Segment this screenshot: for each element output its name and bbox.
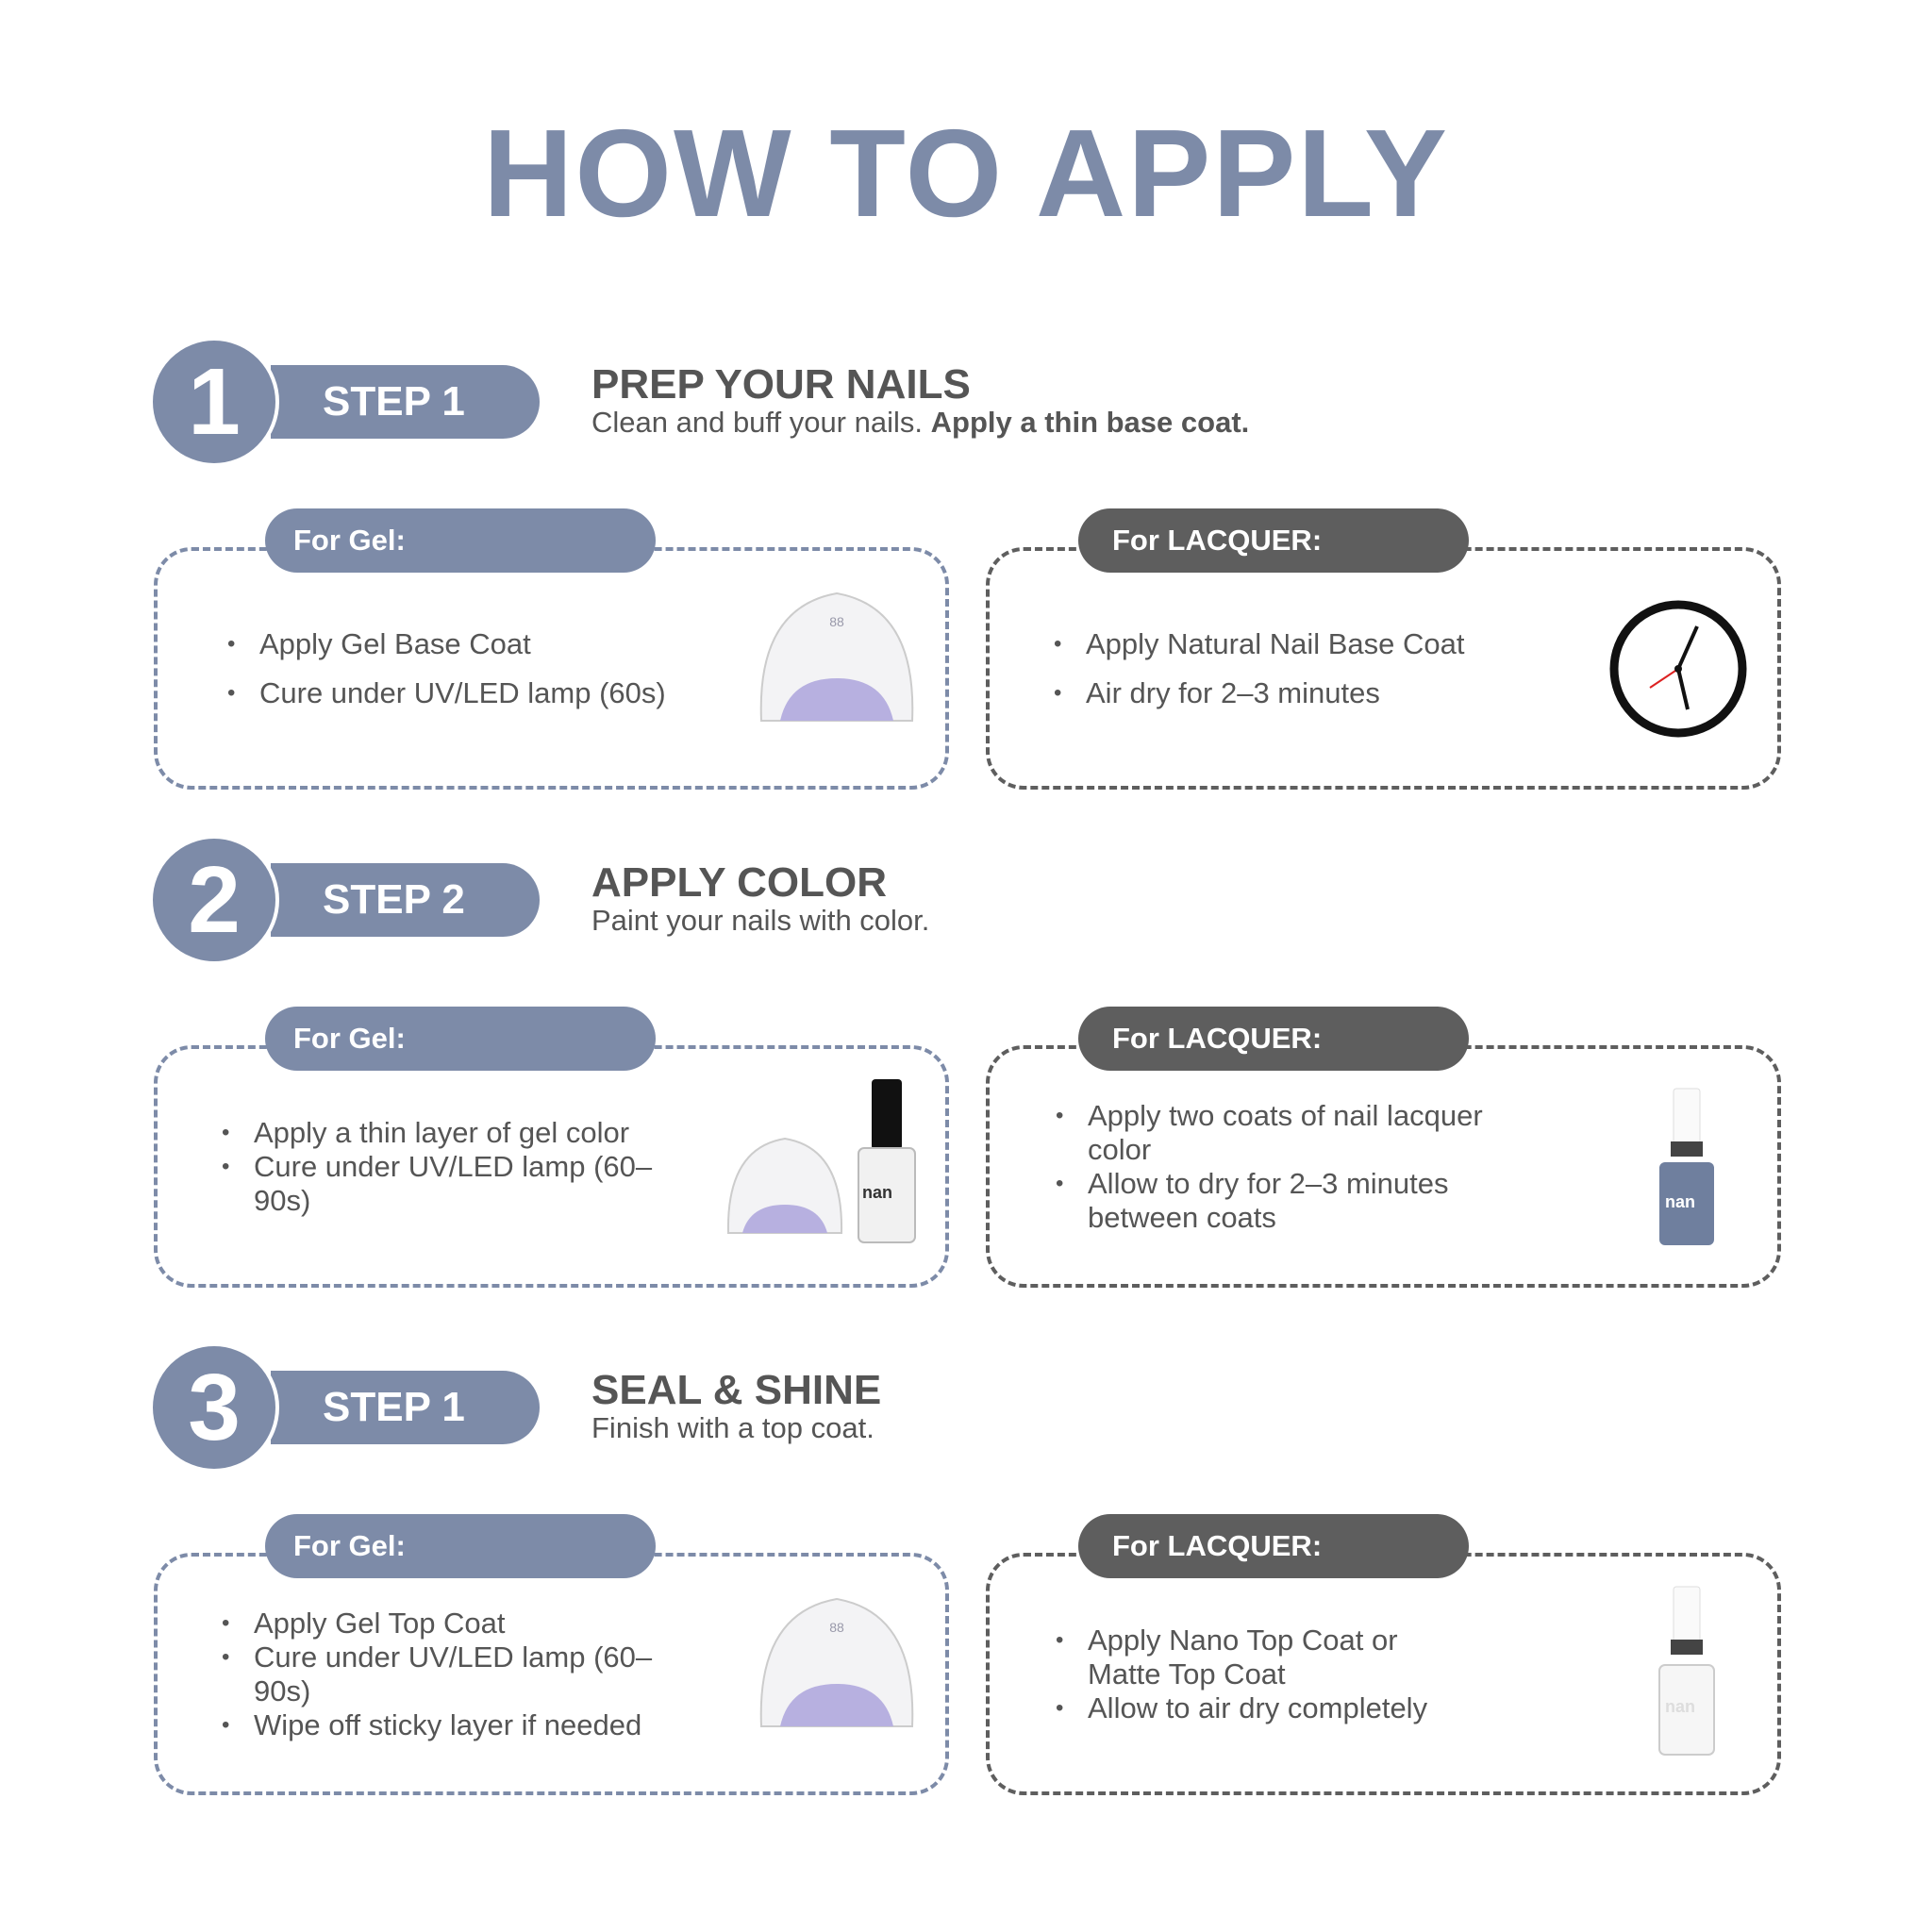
subtitle-bold-text: Apply a thin base coat.: [930, 406, 1250, 439]
gel-label: For Gel:: [265, 508, 656, 573]
gel-instruction-list: Apply Gel Base Coat Cure under UV/LED la…: [222, 551, 666, 786]
gel-instruction-list: Apply Gel Top Coat Cure under UV/LED lam…: [216, 1557, 707, 1791]
list-item: Apply a thin layer of gel color: [216, 1116, 688, 1150]
list-item: Apply two coats of nail lacquer color: [1050, 1099, 1550, 1167]
list-item: Air dry for 2–3 minutes: [1048, 669, 1464, 718]
step-label: STEP 1: [271, 365, 540, 439]
step-heading: PREP YOUR NAILS: [591, 361, 971, 408]
lacquer-instruction-list: Apply Nano Top Coat or Matte Top Coat Al…: [1050, 1557, 1465, 1791]
list-item: Cure under UV/LED lamp (60s): [222, 669, 666, 718]
list-item: Apply Nano Top Coat or Matte Top Coat: [1050, 1624, 1446, 1691]
uv-lamp-icon: 88: [759, 591, 914, 722]
svg-text:88: 88: [829, 1620, 844, 1635]
list-item: Allow to air dry completely: [1050, 1691, 1465, 1725]
lacquer-bottle-icon: nan: [1659, 1088, 1714, 1245]
list-item: Apply Natural Nail Base Coat: [1048, 620, 1464, 669]
lacquer-instructions-box: Apply two coats of nail lacquer color Al…: [986, 1045, 1781, 1288]
svg-text:88: 88: [829, 614, 844, 629]
gel-instruction-list: Apply a thin layer of gel color Cure und…: [216, 1049, 688, 1284]
list-item: Wipe off sticky layer if needed: [216, 1708, 707, 1742]
gel-label: For Gel:: [265, 1007, 656, 1071]
step-3-section: 3 STEP 1 SEAL & SHINE Finish with a top …: [0, 1342, 1932, 1818]
step-label: STEP 1: [271, 1371, 540, 1444]
step-number-badge: 3: [149, 1342, 279, 1473]
svg-text:nan: nan: [1665, 1697, 1695, 1716]
clock-icon: [1609, 600, 1747, 738]
top-coat-bottle-icon: nan: [1658, 1586, 1715, 1756]
gel-instructions-box: Apply Gel Top Coat Cure under UV/LED lam…: [154, 1553, 949, 1795]
step-heading: APPLY COLOR: [591, 859, 887, 906]
step-label: STEP 2: [271, 863, 540, 937]
step-1-section: 1 STEP 1 PREP YOUR NAILS Clean and buff …: [0, 337, 1932, 812]
subtitle-text: Clean and buff your nails.: [591, 406, 923, 439]
step-number-badge: 2: [149, 835, 279, 965]
list-item: Allow to dry for 2–3 minutes between coa…: [1050, 1167, 1512, 1235]
gel-label: For Gel:: [265, 1514, 656, 1578]
step-subtitle: Paint your nails with color.: [591, 904, 930, 937]
lacquer-instructions-box: Apply Natural Nail Base Coat Air dry for…: [986, 547, 1781, 790]
list-item: Apply Gel Top Coat: [216, 1607, 707, 1641]
lacquer-label: For LACQUER:: [1078, 1007, 1469, 1071]
step-number-badge: 1: [149, 337, 279, 467]
page-title: HOW TO APPLY: [483, 104, 1449, 242]
lacquer-instruction-list: Apply two coats of nail lacquer color Al…: [1050, 1049, 1541, 1284]
step-2-section: 2 STEP 2 APPLY COLOR Paint your nails wi…: [0, 835, 1932, 1310]
svg-text:nan: nan: [1665, 1192, 1695, 1211]
step-subtitle: Clean and buff your nails. Apply a thin …: [591, 405, 1249, 441]
gel-instructions-box: Apply a thin layer of gel color Cure und…: [154, 1045, 949, 1288]
step-heading: SEAL & SHINE: [591, 1367, 882, 1413]
list-item: Cure under UV/LED lamp (60–90s): [216, 1150, 659, 1218]
lacquer-label: For LACQUER:: [1078, 1514, 1469, 1578]
list-item: Apply Gel Base Coat: [222, 620, 666, 669]
svg-text:nan: nan: [862, 1183, 892, 1202]
lacquer-instructions-box: Apply Nano Top Coat or Matte Top Coat Al…: [986, 1553, 1781, 1795]
lacquer-label: For LACQUER:: [1078, 508, 1469, 573]
gel-instructions-box: Apply Gel Base Coat Cure under UV/LED la…: [154, 547, 949, 790]
gel-polish-bottle-icon: nan: [858, 1079, 916, 1243]
step-subtitle: Finish with a top coat.: [591, 1411, 874, 1444]
list-item: Cure under UV/LED lamp (60–90s): [216, 1641, 659, 1708]
lacquer-instruction-list: Apply Natural Nail Base Coat Air dry for…: [1048, 551, 1464, 786]
uv-lamp-icon: [726, 1137, 843, 1234]
uv-lamp-icon: 88: [759, 1597, 914, 1727]
